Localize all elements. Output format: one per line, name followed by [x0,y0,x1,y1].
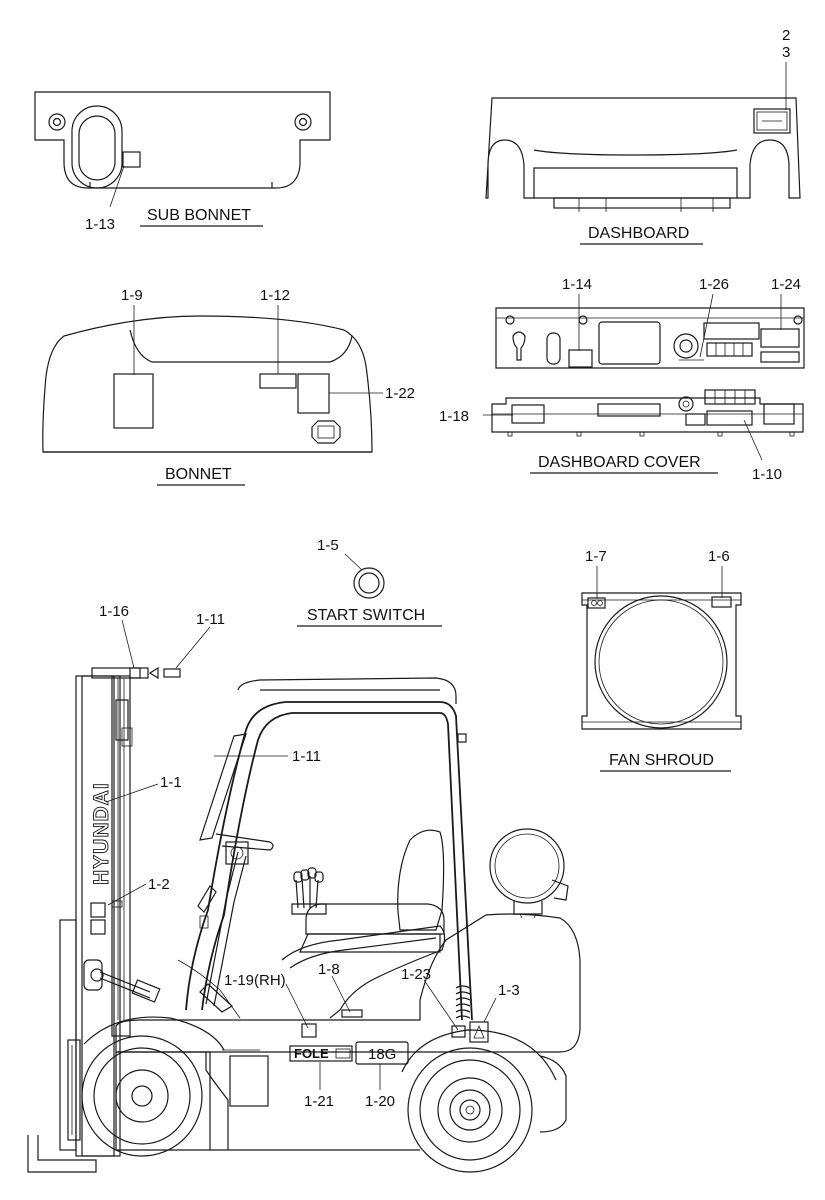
callout-1-8: 1-8 [318,961,340,978]
bonnet-decal-1-22 [297,373,330,414]
series-logo-text: FOLE [294,1046,329,1061]
sub-bonnet-view: 1-13 SUB BONNET [34,91,331,233]
callout-3: 3 [782,44,790,61]
callout-1-16: 1-16 [99,603,129,620]
callout-1-11-top: 1-11 [196,611,225,628]
callout-1-12: 1-12 [260,287,290,304]
callout-1-2: 1-2 [148,876,170,893]
mast-brand-decal: HYUNDAI [90,782,113,885]
model-badge-decal [355,1041,409,1065]
guard-decal-1-11 [199,733,247,841]
model-badge-text: 18G [368,1046,396,1063]
callout-1-13: 1-13 [85,216,115,233]
callout-1-21: 1-21 [304,1093,334,1110]
callout-1-22: 1-22 [385,385,415,402]
callout-1-18: 1-18 [439,408,469,425]
bonnet-decal-1-9 [113,373,154,429]
body-decal-1-3 [469,1021,489,1043]
cover-decal-1-10 [706,410,753,426]
fan-shroud-decal-1-7 [587,597,606,609]
mast-decal-1-16 [129,667,141,679]
callout-1-10: 1-10 [752,466,782,483]
callout-1-20: 1-20 [365,1093,395,1110]
callout-1-26: 1-26 [699,276,729,293]
callout-1-14: 1-14 [562,276,592,293]
callout-1-23: 1-23 [401,966,431,983]
sub-bonnet-decal [122,151,141,168]
callout-1-3: 1-3 [498,982,520,999]
callout-2: 2 [782,27,790,44]
cover-decal-1-18 [511,404,545,424]
callout-1-1: 1-1 [160,774,182,791]
sub-bonnet-title: SUB BONNET [147,207,251,224]
body-decal-1-19 [301,1023,317,1038]
bonnet-view: 1-9 1-12 1-22 BONNET [42,287,415,486]
fan-shroud-view: 1-7 1-6 FAN SHROUD [581,548,742,772]
dashboard-decal-1-14 [568,349,593,368]
callout-1-24: 1-24 [771,276,801,293]
start-switch-view: 1-5 START SWITCH [297,537,442,627]
mast-decal-1-2b [90,919,106,935]
dashboard-view: 2 3 DASHBOARD [485,27,801,245]
callout-1-7: 1-7 [585,548,607,565]
mast-decal-1-2a [90,902,106,918]
callout-1-11-guard: 1-11 [292,748,321,765]
bonnet-decal-1-12 [259,373,297,389]
dashboard-cover-title: DASHBOARD COVER [538,454,701,471]
bonnet-title: BONNET [165,466,232,483]
callout-1-9: 1-9 [121,287,143,304]
series-logo-decal [289,1045,353,1062]
body-decal-1-8 [341,1009,363,1018]
forklift-side-view: HYUNDAI [27,603,581,1173]
body-decal-1-23 [451,1025,466,1038]
callout-1-5: 1-5 [317,537,339,554]
dashboard-cover-view: 1-14 1-26 1-24 1-18 1-10 DASHBOARD COVER [439,276,805,483]
start-switch-title: START SWITCH [307,607,425,624]
dashboard-title: DASHBOARD [588,225,689,242]
fan-shroud-title: FAN SHROUD [609,752,714,769]
callout-1-6: 1-6 [708,548,730,565]
fan-shroud-decal-1-6 [711,596,732,608]
callout-1-19: 1-19(RH) [224,972,286,989]
dashboard-decal-1-24 [760,328,800,348]
dashboard-decal [753,108,791,134]
